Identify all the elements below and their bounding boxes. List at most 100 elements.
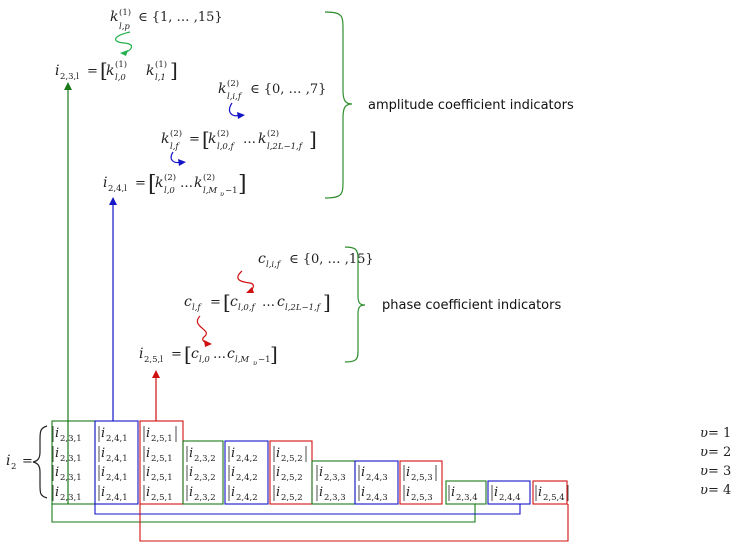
cell-base: i: [231, 465, 235, 480]
i2-eq: =: [22, 454, 33, 469]
i24-t1-sub: l,0: [164, 186, 175, 196]
cell-base: i: [101, 426, 105, 441]
cell-base: i: [319, 465, 323, 480]
index-frames: [51, 420, 568, 505]
cell-base: i: [319, 485, 323, 500]
v-label-var: υ: [700, 464, 708, 479]
i24-t2-tail: −1: [225, 186, 238, 196]
cell-base: i: [146, 465, 150, 480]
cell-base: i: [406, 465, 410, 480]
index-frame: [532, 480, 568, 505]
cell-sub: 2,5,2: [281, 473, 303, 483]
squiggle-arrow-c: [237, 270, 254, 292]
k1-set-base: k: [110, 9, 118, 25]
cell-sub: 2,5,1: [151, 434, 173, 444]
klf-dots: …: [243, 132, 256, 147]
cell-base: i: [55, 446, 59, 461]
klf-t2-sub: l,2L−1,f: [267, 142, 304, 152]
phase-brace: [344, 246, 366, 363]
i24-lhs-base: i: [103, 175, 107, 191]
v-label-value: = 4: [708, 483, 731, 498]
v-label-value: = 2: [708, 445, 731, 460]
i24-t1-sup: (2): [164, 172, 176, 183]
cell-base: i: [189, 485, 193, 500]
cell-sub: 2,3,1: [60, 434, 82, 444]
cell-sub: 2,3,2: [194, 493, 216, 503]
cell-base: i: [276, 446, 280, 461]
cell-sub: 2,4,4: [499, 493, 521, 503]
cell-base: i: [146, 426, 150, 441]
equation-i25: i 2,5,l = [ c l,0 … c l,M υ −1 ]: [139, 342, 278, 367]
cell-base: i: [189, 465, 193, 480]
klf-lhs-sup: (2): [170, 128, 182, 139]
equation-i23: i 2,3,l = [ k (1) l,0 k (1) l,1 ]: [55, 58, 178, 83]
i25-t2-subsub: υ: [253, 359, 257, 367]
k2-set-rhs: ∈ {0, … ,7}: [250, 82, 326, 97]
klf-lhs-sub: l,f: [170, 142, 180, 152]
cell-sub: 2,4,2: [236, 493, 258, 503]
connector-arrowhead: [64, 82, 72, 90]
phase-label: phase coefficient indicators: [382, 298, 561, 313]
cell-base: i: [231, 446, 235, 461]
cell-base: i: [101, 485, 105, 500]
cell-sub: 2,4,3: [366, 493, 388, 503]
cell-base: i: [538, 485, 542, 500]
cell-sub: 2,3,2: [194, 473, 216, 483]
v-label-var: υ: [700, 483, 708, 498]
cell-sub: 2,3,3: [324, 493, 346, 503]
clf-eq: =: [210, 295, 221, 310]
k1-set-sub: l,p: [119, 22, 130, 32]
index-frame: [182, 440, 224, 505]
squiggle-arrowhead-c: [246, 287, 254, 293]
k2-set-sup: (2): [227, 78, 239, 89]
i25-t2-tail: −1: [258, 355, 271, 365]
return-loop: [51, 504, 476, 523]
squiggle-arrowhead-k1: [120, 50, 128, 56]
k1-set-rhs: ∈ {1, … ,15}: [138, 10, 223, 25]
equation-k1-set: k (1) l,p ∈ {1, … ,15}: [110, 7, 223, 32]
amplitude-label: amplitude coefficient indicators: [368, 98, 574, 113]
cell-sub: 2,3,2: [194, 454, 216, 464]
i23-eq: =: [87, 64, 98, 79]
clf-lhs-base: c: [184, 294, 192, 310]
clf-t1-sub: l,0,f: [238, 303, 257, 313]
clf-dots: …: [262, 295, 275, 310]
i25-t2-sub: l,M: [235, 355, 249, 365]
cell-sub: 2,5,1: [151, 473, 173, 483]
i25-dots: …: [213, 347, 226, 362]
equation-k2-set: k (2) l,i,f ∈ {0, … ,7}: [218, 78, 326, 102]
index-frame: [399, 460, 443, 505]
k2-set-base: k: [218, 81, 226, 97]
c-set-base: c: [258, 251, 266, 267]
cell-base: i: [55, 426, 59, 441]
index-frame: [445, 480, 487, 505]
squiggle-arrowhead-k2: [237, 112, 245, 119]
clf-t1-base: c: [230, 294, 238, 310]
i23-lbracket: [: [100, 58, 108, 82]
klf-lhs-base: k: [161, 131, 169, 147]
v-label-var: υ: [700, 445, 708, 460]
squiggle-arrowhead-clf: [204, 340, 212, 347]
i23-t2-base: k: [146, 63, 154, 79]
clf-t2-base: c: [277, 294, 285, 310]
cell-sub: 2,5,3: [411, 473, 433, 483]
cell-sub: 2,4,3: [366, 473, 388, 483]
